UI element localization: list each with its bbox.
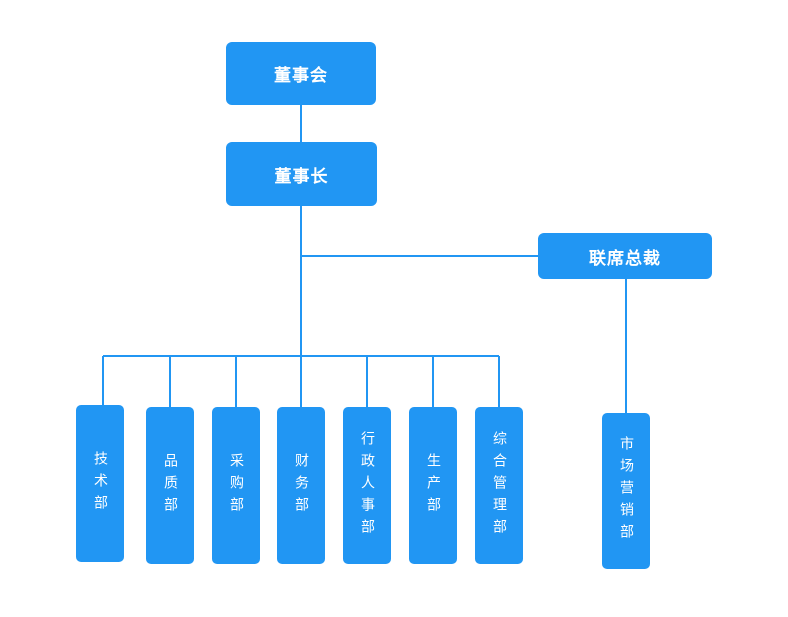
chairman-label: 董事长 [274, 166, 329, 187]
dept-quality: 品质部 [146, 407, 194, 564]
board-label: 董事会 [274, 66, 328, 86]
dept-purchasing-label: 采购部 [228, 452, 244, 519]
dept-general-mgmt: 综合管理部 [475, 407, 523, 564]
dept-production: 生产部 [409, 407, 457, 564]
dept-admin-hr-label: 行政人事部 [359, 430, 375, 541]
dept-admin-hr: 行政人事部 [343, 407, 391, 564]
dept-tech-label: 技术部 [92, 450, 108, 517]
chairman-node: 董事长 [226, 142, 377, 206]
board-node: 董事会 [226, 42, 376, 105]
ceo-label: 联席总裁 [589, 248, 661, 269]
dept-purchasing: 采购部 [212, 407, 260, 564]
dept-tech: 技术部 [76, 405, 124, 562]
ceo-node: 联席总裁 [538, 233, 712, 279]
dept-production-label: 生产部 [425, 452, 441, 519]
dept-quality-label: 品质部 [162, 452, 178, 519]
dept-general-mgmt-label: 综合管理部 [491, 430, 507, 541]
dept-finance-label: 财务部 [293, 452, 309, 519]
dept-marketing: 市场营销部 [602, 413, 650, 569]
dept-marketing-label: 市场营销部 [618, 436, 634, 546]
dept-finance: 财务部 [277, 407, 325, 564]
